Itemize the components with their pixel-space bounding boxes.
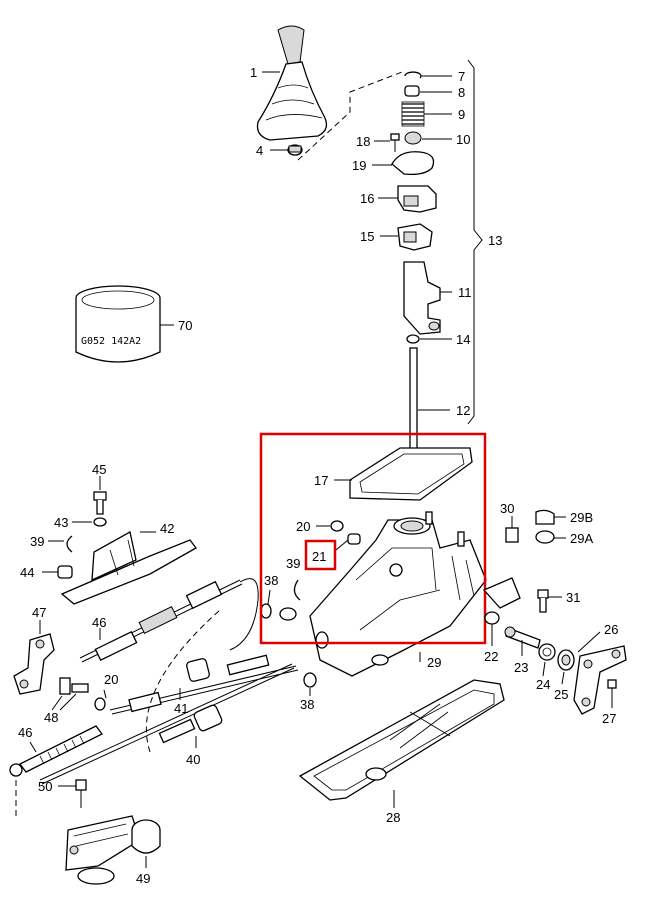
selector-cable-46-upper xyxy=(79,578,259,663)
spring-24 xyxy=(538,643,556,661)
label-31: 31 xyxy=(566,590,580,605)
label-21: 21 xyxy=(312,549,326,564)
label-17: 17 xyxy=(314,473,328,488)
bush-29b xyxy=(535,509,555,525)
ring-code: G052 142A2 xyxy=(81,336,141,347)
label-29a: 29A xyxy=(570,531,593,546)
bolt-45 xyxy=(93,491,107,515)
label-39-right: 39 xyxy=(286,556,300,571)
label-44: 44 xyxy=(20,565,34,580)
bush-44 xyxy=(57,565,73,579)
gear-knob-and-boot xyxy=(256,25,328,141)
label-48: 48 xyxy=(44,710,58,725)
gear-cable-40 xyxy=(39,663,295,785)
label-7: 7 xyxy=(458,69,465,84)
label-49: 49 xyxy=(136,871,150,886)
label-20-left: 20 xyxy=(104,672,118,687)
label-30: 30 xyxy=(500,501,514,516)
ball-cup-10 xyxy=(404,131,422,145)
label-22: 22 xyxy=(484,649,498,664)
clip-ring-right xyxy=(279,607,297,621)
bush-8 xyxy=(404,85,420,97)
clip-30 xyxy=(505,527,519,543)
bush-29a xyxy=(535,530,555,544)
damper-49 xyxy=(65,815,161,885)
mount-bracket xyxy=(482,577,521,609)
shaft-23 xyxy=(504,626,541,649)
label-38-bottom: 38 xyxy=(300,697,314,712)
lever-47 xyxy=(13,633,55,695)
label-70: 70 xyxy=(178,318,192,333)
guide-16 xyxy=(397,185,437,213)
gasket-17 xyxy=(349,447,473,501)
circlip-7 xyxy=(404,71,422,79)
pin-48 xyxy=(59,677,89,695)
label-1: 1 xyxy=(250,65,257,80)
gear-cable-41 xyxy=(109,654,299,715)
locking-ring-19 xyxy=(391,151,435,176)
bush-21 xyxy=(347,533,361,545)
nut-38-bottom xyxy=(303,672,317,688)
label-45: 45 xyxy=(92,462,106,477)
label-10: 10 xyxy=(456,132,470,147)
washer-14 xyxy=(406,334,420,344)
label-50: 50 xyxy=(38,779,52,794)
label-38-top: 38 xyxy=(264,573,278,588)
label-46-lower: 46 xyxy=(18,725,32,740)
selector-cable-46-lower xyxy=(9,725,103,777)
bolt-18 xyxy=(390,133,400,152)
label-4: 4 xyxy=(256,143,263,158)
label-23: 23 xyxy=(514,660,528,675)
highlight-box-21 xyxy=(304,539,337,571)
label-43: 43 xyxy=(54,515,68,530)
base-plate-28 xyxy=(298,679,505,801)
highlight-box-area xyxy=(259,432,487,645)
bolt-27 xyxy=(607,679,617,700)
label-11: 11 xyxy=(458,285,472,300)
clip-39-right xyxy=(293,579,301,601)
selector-housing-29 xyxy=(309,511,487,677)
guide-15 xyxy=(397,223,433,251)
label-26: 26 xyxy=(604,622,618,637)
label-13: 13 xyxy=(488,233,502,248)
label-47: 47 xyxy=(32,605,46,620)
label-24: 24 xyxy=(536,677,550,692)
washer-43 xyxy=(93,517,107,527)
washer-25 xyxy=(557,649,575,671)
nut-38-top xyxy=(260,603,272,619)
label-40: 40 xyxy=(186,752,200,767)
clip-20-left xyxy=(94,697,106,711)
label-29: 29 xyxy=(427,655,441,670)
clip-4 xyxy=(287,144,303,156)
pin-20-top xyxy=(330,520,344,532)
label-25: 25 xyxy=(554,687,568,702)
label-18: 18 xyxy=(356,134,370,149)
lever-housing-11 xyxy=(403,261,441,335)
label-14: 14 xyxy=(456,332,470,347)
lever-26 xyxy=(573,645,627,715)
bolt-50 xyxy=(75,779,87,808)
clip-39-left xyxy=(66,535,73,553)
label-20-top: 20 xyxy=(296,519,310,534)
label-46-upper: 46 xyxy=(92,615,106,630)
sealing-ring-70 xyxy=(75,285,161,363)
label-27: 27 xyxy=(602,711,616,726)
bolt-31 xyxy=(537,589,549,613)
label-42: 42 xyxy=(160,521,174,536)
label-12: 12 xyxy=(456,403,470,418)
spring-9 xyxy=(401,101,425,127)
label-41: 41 xyxy=(174,701,188,716)
bracket-42 xyxy=(60,531,197,605)
label-8: 8 xyxy=(458,85,465,100)
label-29b: 29B xyxy=(570,510,593,525)
label-19: 19 xyxy=(352,158,366,173)
label-16: 16 xyxy=(360,191,374,206)
label-39-left: 39 xyxy=(30,534,44,549)
label-9: 9 xyxy=(458,107,465,122)
label-15: 15 xyxy=(360,229,374,244)
label-28: 28 xyxy=(386,810,400,825)
bush-22 xyxy=(484,611,500,625)
